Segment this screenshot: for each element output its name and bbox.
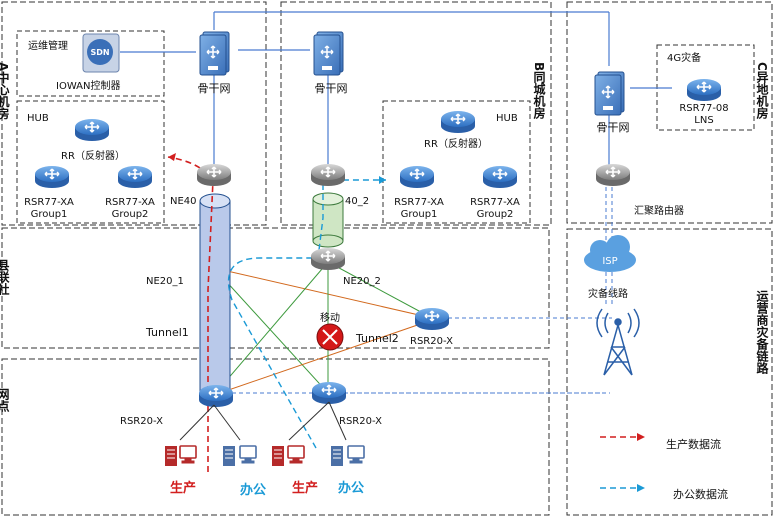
rr-a-label: RR（反射器） (61, 150, 125, 162)
office-flow-line (227, 179, 386, 449)
office-server-icon (222, 445, 236, 467)
terminal-links (179, 401, 347, 441)
zone-operator-title: 运营商灾备链路 (755, 290, 769, 375)
production-flow-line (167, 156, 214, 472)
zone-a-title: A中心机房 (0, 62, 10, 120)
ne40-1-label: NE40 (170, 196, 197, 207)
hub-b-box (382, 100, 531, 224)
zone-b-title: B同城机房 (532, 62, 546, 120)
hub-a-label: HUB (27, 113, 49, 124)
ops-box (16, 30, 165, 97)
grp-a1-label: Group1 (31, 209, 68, 220)
tunnel1-cylinder (199, 193, 231, 402)
office1-label: 办公 (240, 482, 266, 498)
ne40-2-router-icon (310, 163, 346, 187)
branch-right-terminals (271, 445, 365, 467)
lns-label: LNS (694, 115, 713, 126)
mesh-links (213, 261, 433, 396)
production-server-icon (164, 445, 178, 467)
backbone-b-switch-icon (313, 31, 344, 76)
aggr-router-label: 汇聚路由器 (634, 204, 684, 217)
legend-office-label: 办公数据流 (673, 487, 728, 501)
production-flow-arrow (168, 153, 176, 161)
grp-b1-label: Group1 (401, 209, 438, 220)
rr-b-router-icon (440, 110, 476, 134)
ne20-2-label: NE20_2 (343, 276, 381, 287)
hub-a-box (16, 100, 165, 224)
rr-b-label: RR（反射器） (424, 138, 488, 150)
backbone-links (120, 11, 672, 165)
sdn-icon-text: SDN (90, 48, 109, 57)
ne40-2-label: 40_2 (345, 196, 369, 207)
backbone-c-switch-icon (594, 71, 625, 116)
zone-branch (1, 358, 550, 516)
rsr-b1-label: RSR77-XA (394, 197, 444, 208)
isp-links (232, 187, 613, 394)
rsr77-b2-router-icon (482, 165, 518, 189)
backbone-a-label: 骨干网 (198, 82, 231, 95)
backbone-a-switch-icon (199, 31, 230, 76)
zone-county (1, 227, 550, 349)
mobile-node-icon (316, 323, 344, 351)
rr-a-router-icon (74, 118, 110, 142)
ne20-1-label: NE20_1 (146, 276, 184, 287)
isp-cloud-icon: ISP (584, 235, 636, 272)
office-pc-icon (347, 445, 365, 464)
mobile-label: 移动 (320, 311, 340, 324)
rsr20-left-router-icon (198, 384, 234, 408)
rsr20-left-label: RSR20-X (120, 416, 163, 427)
lns-router-icon (686, 78, 722, 102)
grp-b2-label: Group2 (477, 209, 514, 220)
production-pc-icon (287, 445, 305, 464)
prod1-label: 生产 (170, 480, 196, 496)
zone-b-same-city (280, 1, 552, 226)
rsr20-mid-router-icon (414, 307, 450, 331)
rsr-a1-label: RSR77-XA (24, 197, 74, 208)
aggregation-router-icon (595, 163, 631, 187)
zone-operator-backup (566, 228, 773, 516)
tunnel2-cylinder (312, 192, 344, 248)
prod2-label: 生产 (292, 480, 318, 496)
zone-c-title: C异地机房 (755, 62, 769, 119)
iowan-label: IOWAN控制器 (56, 79, 120, 92)
zone-county-title: 县联社 (0, 259, 10, 295)
ops-label: 运维管理 (28, 39, 68, 52)
rsr20-right-label: RSR20-X (339, 416, 382, 427)
lns-model-label: RSR77-08 (679, 103, 728, 114)
branch-left-terminals (164, 445, 257, 467)
tunnel1-label: Tunnel1 (145, 326, 189, 339)
rsr-b2-label: RSR77-XA (470, 197, 520, 208)
rsr77-b1-router-icon (399, 165, 435, 189)
production-server-icon (271, 445, 285, 467)
office2-label: 办公 (338, 480, 364, 496)
rsr20-right-router-icon (311, 381, 347, 405)
ne40-1-router-icon (196, 163, 232, 187)
backup-line-label: 灾备线路 (588, 287, 628, 300)
legend-production-label: 生产数据流 (666, 437, 721, 451)
legend: 生产数据流 办公数据流 (600, 433, 728, 501)
office-flow-arrow (379, 176, 386, 184)
backup-4g-label: 4G灾备 (667, 51, 701, 64)
rsr-a2-label: RSR77-XA (105, 197, 155, 208)
office-pc-icon (239, 445, 257, 464)
production-pc-icon (179, 445, 197, 464)
rsr77-a2-router-icon (117, 165, 153, 189)
rsr20-mid-label: RSR20-X (410, 336, 453, 347)
zone-a-center (1, 1, 267, 226)
isp-label: ISP (602, 256, 617, 267)
tunnel2-label: Tunnel2 (355, 332, 399, 345)
radio-tower-icon (596, 308, 640, 376)
rsr77-a1-router-icon (34, 165, 70, 189)
zone-branch-title: 网点 (0, 388, 10, 413)
office-server-icon (330, 445, 344, 467)
backbone-c-label: 骨干网 (597, 121, 630, 134)
zone-c-remote (566, 1, 773, 224)
backbone-b-label: 骨干网 (315, 82, 348, 95)
grp-a2-label: Group2 (112, 209, 149, 220)
ne20-2-router-icon (310, 247, 346, 271)
hub-b-label: HUB (496, 113, 518, 124)
sdn-controller-icon: SDN (82, 33, 120, 73)
